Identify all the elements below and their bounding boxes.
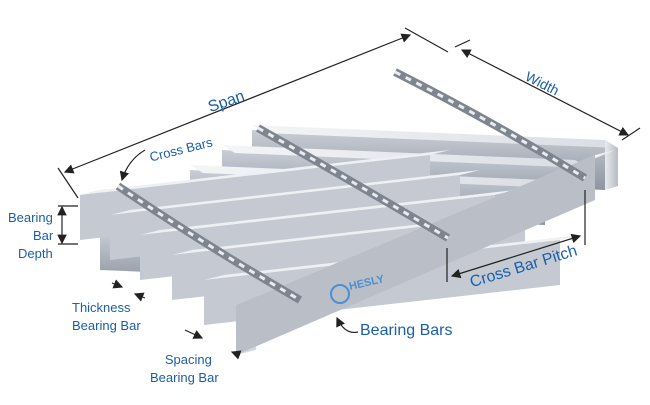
dimension-lines [57, 27, 641, 360]
width-dimension-line [460, 49, 630, 136]
depth-label-line-1: Bearing [8, 210, 53, 225]
pitch-dimension-line [450, 233, 582, 279]
depth-label-line-3-wrap: Depth [18, 246, 53, 262]
span-dimension-line [63, 33, 412, 174]
thickness-label-line-1: Thickness [72, 300, 131, 315]
spacing-bearing-bar-label: Spacing Bearing Bar [150, 352, 219, 386]
bearing-bars-label: Bearing Bars [360, 322, 453, 339]
bearing-bar-depth-label: Bearing [8, 210, 53, 226]
depth-label-line-2-wrap: Bar [33, 228, 53, 244]
spacing-label-line-1: Spacing [164, 352, 212, 367]
thickness-bearing-bar-label: Thickness Bearing Bar [72, 300, 141, 334]
bearing-bars-pointer [336, 316, 359, 334]
depth-label-line-3: Depth [18, 246, 53, 261]
cross-bars-pointer [119, 149, 146, 182]
thickness-label-line-2: Bearing Bar [72, 318, 141, 333]
spacing-label-line-2: Bearing Bar [150, 370, 219, 385]
depth-label-line-2: Bar [33, 228, 54, 243]
